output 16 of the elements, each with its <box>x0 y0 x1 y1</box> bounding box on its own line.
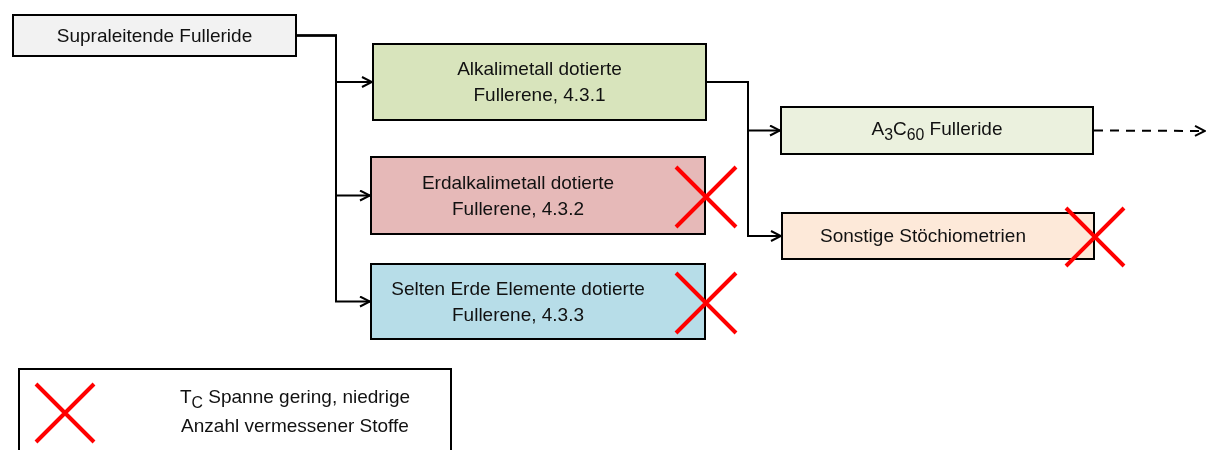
dashed-arrow <box>1093 124 1206 137</box>
legend-label: T$_{C}$ Spanne gering, niedrige Anzahl vermessener Stoffe <box>178 385 412 439</box>
category-label: Supraleitende Fulleride <box>56 23 253 48</box>
category-box <box>370 156 706 235</box>
connector-arrow <box>706 81 782 242</box>
category-label: Erdalkalimetall dotierte Fullerene, 4.3.2 <box>420 170 616 221</box>
category-box <box>370 263 706 340</box>
category-box <box>12 14 297 57</box>
category-box <box>372 43 707 121</box>
connector-arrow <box>296 34 371 308</box>
category-box <box>780 106 1094 155</box>
category-label: Selten Erde Elemente dotierte Fullerene, 4.3.3 <box>390 276 646 327</box>
category-box <box>781 212 1095 260</box>
category-label: Alkalimetall dotierte Fullerene, 4.3.1 <box>456 57 623 107</box>
category-label: A$_{3}$C$_{60}$ Fulleride <box>871 116 1003 145</box>
category-label: Sonstige Stöchiometrien <box>819 224 1027 249</box>
